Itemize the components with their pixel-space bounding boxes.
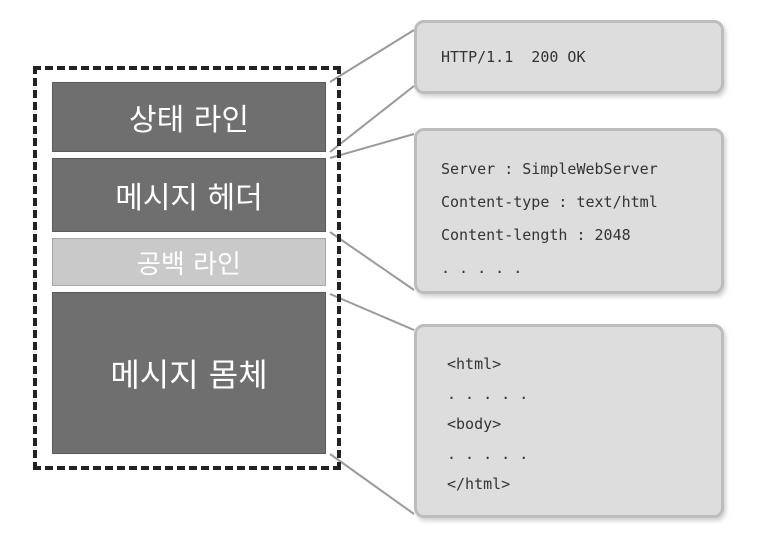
connector-body-bottom [329,453,415,515]
header-callout: Server : SimpleWebServer Content-type : … [414,128,724,294]
body-line: . . . . . [447,445,529,463]
connector-header-bottom [329,231,415,291]
body-line: . . . . . [447,385,529,403]
connector-status-bottom [329,85,415,153]
connector-header-top [329,133,415,159]
status-line-text: HTTP/1.1 200 OK [441,47,586,66]
connector-body-top [329,293,415,331]
header-line: . . . . . [441,259,523,277]
header-line: Content-type : text/html [441,193,658,211]
message-header-label: 메시지 헤더 [115,181,263,216]
connector-status-top [329,29,415,83]
header-line: Content-length : 2048 [441,226,631,244]
status-line-block: 상태 라인 [52,82,326,152]
body-line: </html> [447,475,511,493]
status-line-callout: HTTP/1.1 200 OK [414,20,724,94]
body-line: <body> [447,415,502,433]
body-callout: <html> . . . . . <body> . . . . . </html… [414,324,724,518]
blank-line-block: 공백 라인 [52,238,326,286]
status-line-label: 상태 라인 [129,103,249,138]
message-header-block: 메시지 헤더 [52,158,326,232]
message-body-block: 메시지 몸체 [52,292,326,454]
header-line: Server : SimpleWebServer [441,160,658,178]
message-body-label: 메시지 몸체 [110,356,268,394]
blank-line-label: 공백 라인 [137,249,241,280]
body-line: <html> [447,355,502,373]
http-message-frame [33,66,341,470]
